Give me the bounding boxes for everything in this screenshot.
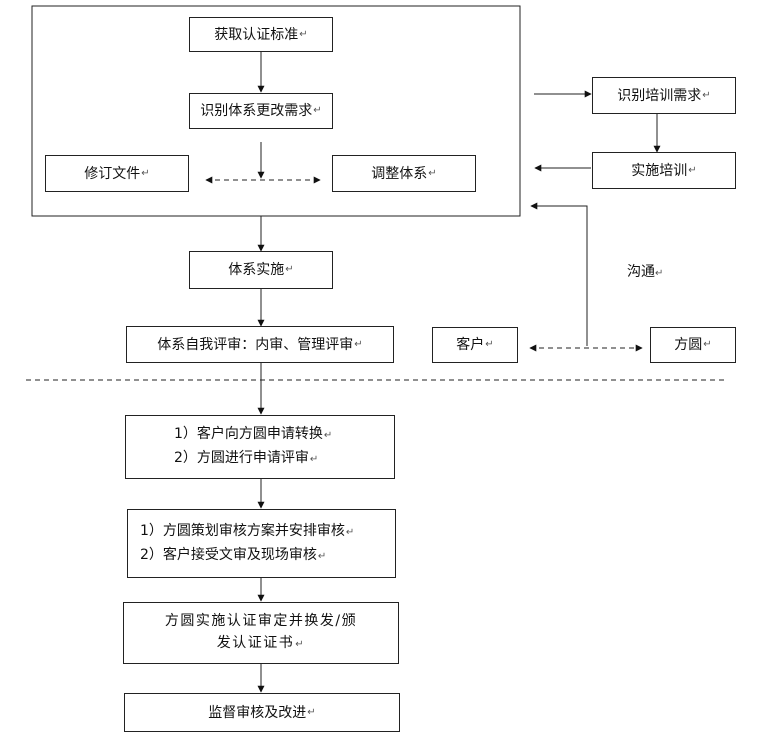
box-system-implementation-text: 体系实施 xyxy=(228,262,285,278)
box-revise-docs-text: 修订文件 xyxy=(84,165,141,182)
box-revise-docs: 修订文件↵ xyxy=(45,155,189,192)
step2-line1: 1）方圆策划审核方案并安排审核 xyxy=(140,522,345,539)
box-step4-text: 监督审核及改进 xyxy=(208,704,307,721)
box-implement-training-text: 实施培训 xyxy=(631,162,688,179)
box-step4: 监督审核及改进↵ xyxy=(124,693,400,732)
arrow-communication xyxy=(530,202,588,346)
label-communication: 沟通↵ xyxy=(627,264,664,280)
box-customer: 客户↵ xyxy=(432,327,518,363)
box-get-standard: 获取认证标准↵ xyxy=(189,17,333,52)
box-fangyuan-text: 方圆 xyxy=(674,337,703,353)
step1-line1: 1）客户向方圆申请转换 xyxy=(174,426,323,442)
step3-line1: 方圆实施认证审定并换发/颁 xyxy=(164,613,358,629)
box-step2: 1）方圆策划审核方案并安排审核↵ 2）客户接受文审及现场审核↵ xyxy=(127,509,396,578)
box-adjust-system-text: 调整体系 xyxy=(371,165,428,182)
box-self-review-text: 体系自我评审：内审、管理评审 xyxy=(157,336,354,353)
box-system-implementation: 体系实施↵ xyxy=(189,251,333,289)
label-communication-text: 沟通 xyxy=(627,264,655,280)
box-adjust-system: 调整体系↵ xyxy=(332,155,476,192)
step1-line2: 2）方圆进行申请评审 xyxy=(174,450,309,466)
box-get-standard-text: 获取认证标准 xyxy=(214,26,299,43)
box-fangyuan: 方圆↵ xyxy=(650,327,736,363)
box-self-review: 体系自我评审：内审、管理评审↵ xyxy=(126,326,394,363)
box-identify-training-text: 识别培训需求 xyxy=(617,87,702,104)
box-step1: 1）客户向方圆申请转换↵ 2）方圆进行申请评审↵ xyxy=(125,415,395,479)
outer-frame xyxy=(31,5,521,217)
box-identify-change: 识别体系更改需求↵ xyxy=(189,93,333,129)
step2-line2: 2）客户接受文审及现场审核 xyxy=(140,546,317,563)
box-identify-change-text: 识别体系更改需求 xyxy=(200,103,313,119)
box-step3: 方圆实施认证审定并换发/颁 发认证证书↵ xyxy=(123,602,399,664)
box-implement-training: 实施培训↵ xyxy=(592,152,736,189)
box-customer-text: 客户 xyxy=(456,337,485,353)
step3-line2: 发认证证书 xyxy=(216,635,295,651)
box-identify-training: 识别培训需求↵ xyxy=(592,77,736,114)
